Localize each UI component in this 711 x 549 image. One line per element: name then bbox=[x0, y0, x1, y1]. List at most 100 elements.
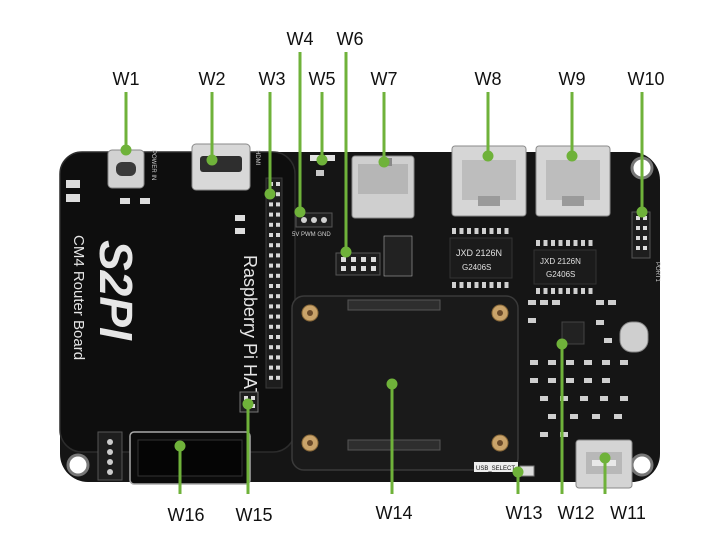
callout-w13: W13 bbox=[505, 503, 543, 523]
gpio-pin bbox=[276, 324, 280, 329]
chip-pin bbox=[504, 282, 509, 288]
smd-part bbox=[566, 360, 574, 365]
gpio-pins bbox=[269, 182, 280, 380]
chip-pin bbox=[497, 228, 501, 234]
smd-part bbox=[584, 378, 592, 383]
brand-logo: S2PI bbox=[90, 240, 142, 341]
chip-pin bbox=[588, 240, 593, 246]
usb-select-label-bg bbox=[474, 462, 518, 472]
smd-part bbox=[120, 198, 130, 204]
chip-pin bbox=[497, 282, 501, 288]
magnetics-chip-1 bbox=[449, 237, 513, 279]
gpio-pin bbox=[276, 284, 280, 288]
chip-code: G2406S bbox=[462, 263, 491, 272]
gpio-pin bbox=[269, 304, 273, 309]
gpio-pin bbox=[276, 243, 280, 248]
smd-part bbox=[604, 338, 612, 343]
gpio-pin bbox=[276, 294, 280, 299]
callout-w9: W9 bbox=[558, 69, 586, 89]
gpio-pin bbox=[276, 375, 280, 380]
cm4-connector-top bbox=[347, 299, 441, 311]
magnetics-chip-2 bbox=[533, 249, 597, 285]
callout-w15: W15 bbox=[235, 505, 273, 525]
chip-pin bbox=[573, 288, 578, 294]
callout-w1: W1 bbox=[112, 69, 140, 89]
callout-w5: W5 bbox=[308, 69, 336, 89]
callout-w12: W12 bbox=[557, 503, 595, 523]
chip-pin bbox=[459, 228, 464, 234]
callout-w8: W8 bbox=[474, 69, 502, 89]
smd-part bbox=[235, 228, 245, 234]
smd-part bbox=[608, 300, 616, 305]
chip-brand: JXD 2126N bbox=[540, 257, 581, 266]
gpio-pin bbox=[276, 192, 280, 197]
hdmi-opening bbox=[200, 156, 242, 172]
chip-pin bbox=[543, 288, 548, 294]
chip-pin bbox=[482, 282, 486, 288]
gpio-pin bbox=[269, 263, 273, 268]
usb-select-silkscreen: USB_SELECT bbox=[476, 466, 515, 472]
gpio-pin bbox=[269, 202, 273, 207]
gpio-pin bbox=[276, 304, 280, 309]
smd-part bbox=[548, 414, 556, 419]
gpio-pin bbox=[269, 365, 273, 370]
gpio-pin bbox=[276, 222, 280, 227]
cm4-connector-bottom bbox=[347, 439, 441, 451]
rj45-opening bbox=[546, 160, 600, 200]
smd-part bbox=[584, 360, 592, 365]
smd-part bbox=[530, 360, 538, 365]
gpio-pin bbox=[269, 355, 273, 360]
gpio-pin bbox=[276, 182, 280, 186]
gpio-pin bbox=[276, 253, 280, 258]
boot-header-pins bbox=[341, 257, 376, 271]
chip-pin bbox=[566, 240, 570, 246]
hat-silkscreen: Raspberry Pi HAT bbox=[240, 255, 260, 399]
gpio-pin bbox=[269, 253, 273, 258]
rj45-opening bbox=[462, 160, 516, 200]
gpio-pin bbox=[269, 375, 273, 380]
usb-hub-chip bbox=[561, 321, 585, 345]
callout-w3: W3 bbox=[258, 69, 286, 89]
chip-pin bbox=[504, 228, 509, 234]
chip-pin bbox=[452, 228, 456, 234]
gpio-pin bbox=[269, 314, 273, 319]
gpio-pin bbox=[276, 365, 280, 370]
magnetics-pins bbox=[452, 228, 593, 294]
callout-lines bbox=[120, 52, 648, 494]
gpio-pin bbox=[276, 345, 280, 350]
smd-part bbox=[540, 432, 548, 437]
callout-w11: W11 bbox=[610, 503, 646, 523]
chip-pin bbox=[452, 282, 456, 288]
smd-part bbox=[580, 396, 588, 401]
smd-part bbox=[552, 300, 560, 305]
chip-pin bbox=[551, 288, 555, 294]
gpio-pin bbox=[276, 355, 280, 360]
led-indicator bbox=[316, 170, 324, 176]
chip-pin bbox=[474, 282, 479, 288]
smd-part bbox=[614, 414, 622, 419]
chip-code: G2406S bbox=[546, 270, 575, 279]
usb-c-opening bbox=[116, 162, 136, 176]
chip-pin bbox=[459, 282, 464, 288]
pin bbox=[311, 217, 317, 223]
chip-pin bbox=[581, 240, 585, 246]
gpio-pin bbox=[276, 335, 280, 339]
smd-part bbox=[528, 300, 536, 305]
gpio-pin bbox=[269, 345, 273, 350]
led-indicator bbox=[310, 155, 320, 161]
rj45-latch bbox=[478, 196, 500, 206]
gpio-pin bbox=[276, 202, 280, 207]
gpio-pin bbox=[269, 212, 273, 217]
chip-pin bbox=[489, 282, 494, 288]
silkscreen-table bbox=[383, 235, 413, 277]
port-silkscreen: PORT1 bbox=[654, 262, 660, 283]
callout-w2: W2 bbox=[198, 69, 226, 89]
chip-pin bbox=[551, 240, 555, 246]
chip-pin bbox=[536, 240, 540, 246]
boot-header bbox=[335, 252, 381, 276]
callout-w16: W16 bbox=[167, 505, 205, 525]
smd-part bbox=[620, 360, 628, 365]
smd-part bbox=[66, 194, 80, 202]
fan-header-silkscreen: 5V PWM GND bbox=[292, 232, 331, 238]
smd-part bbox=[140, 198, 150, 204]
